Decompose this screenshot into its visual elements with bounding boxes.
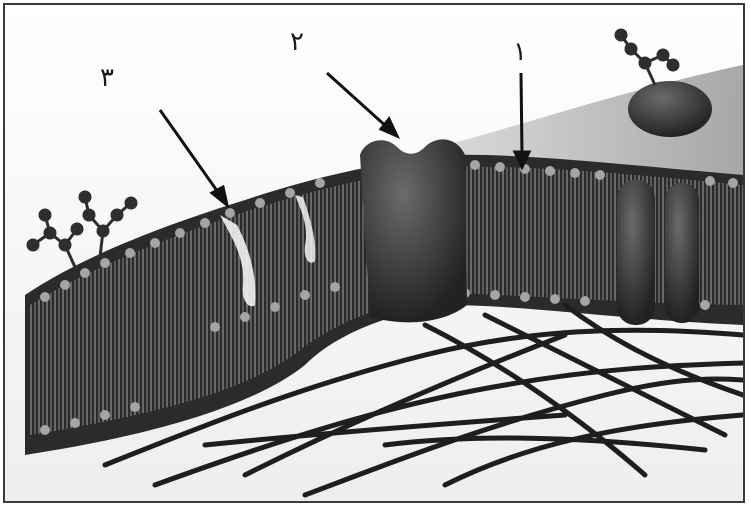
arrow-1 (521, 73, 522, 155)
label-1: ١ (513, 39, 527, 65)
transmembrane-protein (360, 139, 467, 322)
channel-protein-2 (665, 183, 699, 323)
cell-membrane-diagram (5, 5, 743, 501)
channel-protein (617, 180, 655, 325)
figure-frame: ٣ ٢ ١ (3, 3, 745, 503)
label-3: ٣ (100, 65, 114, 91)
peripheral-protein (628, 81, 712, 137)
label-2: ٢ (290, 29, 304, 55)
